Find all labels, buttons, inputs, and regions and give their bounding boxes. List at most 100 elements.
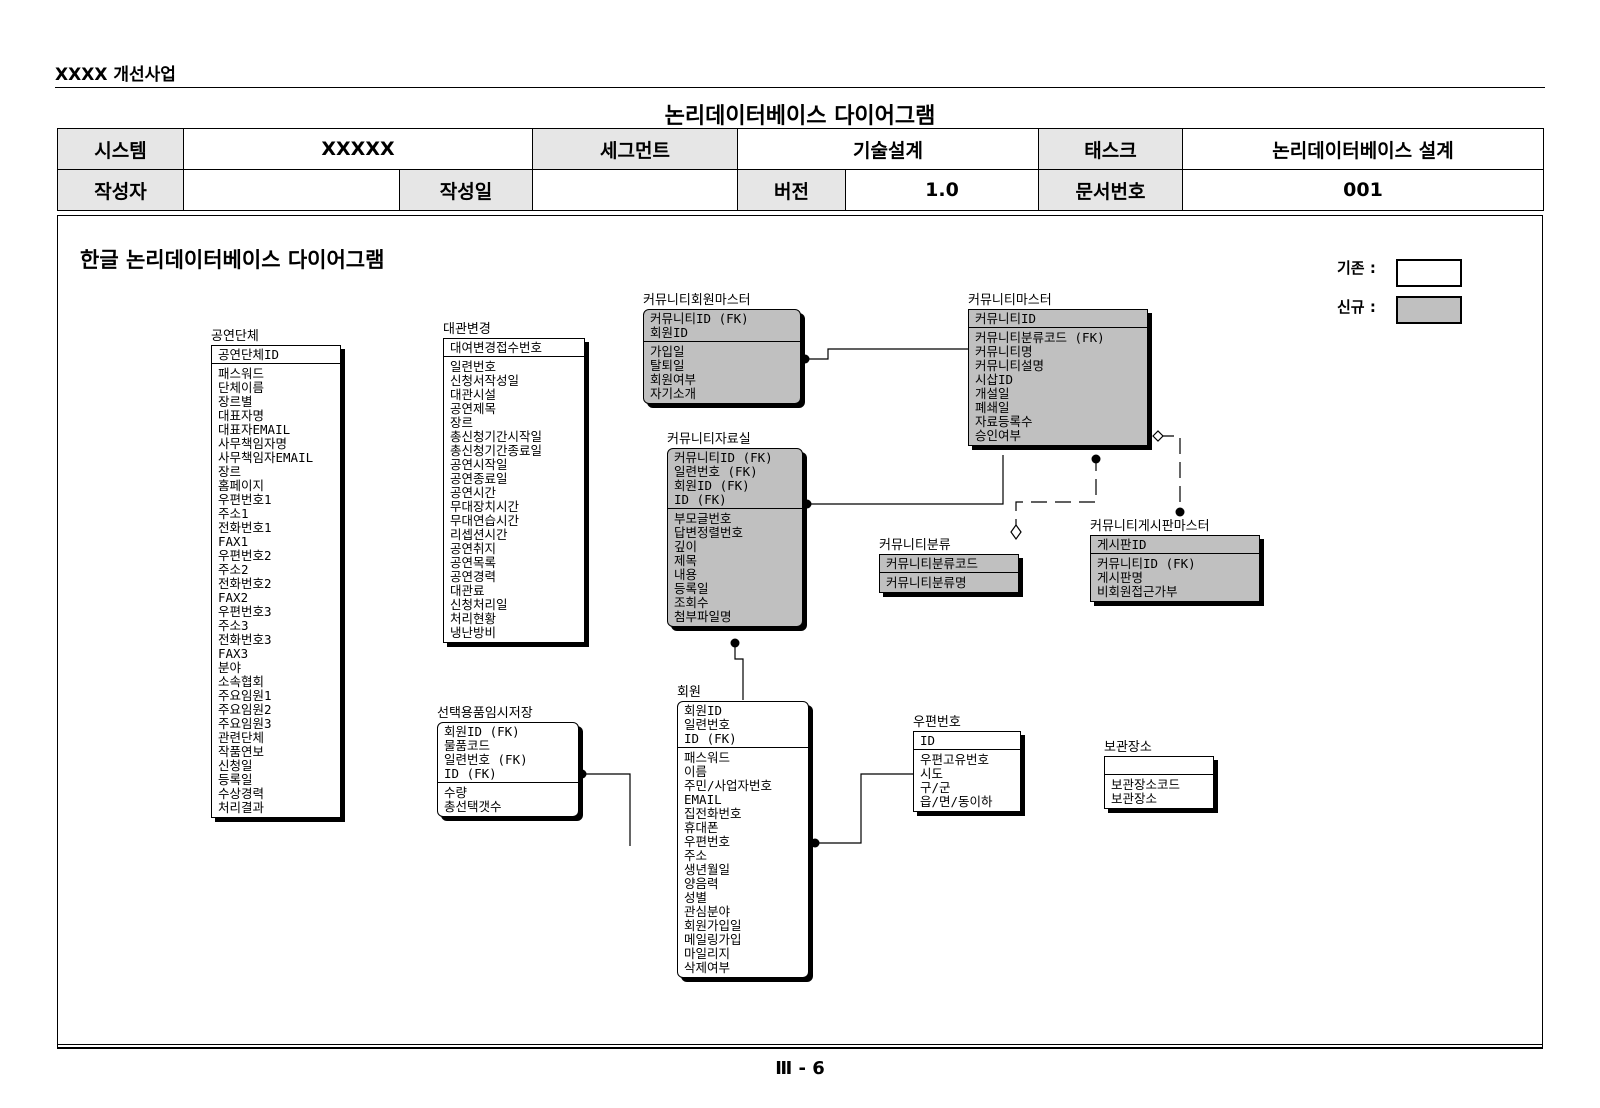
document-meta-table: 시스템 XXXXX 세그먼트 기술설계 태스크 논리데이터베이스 설계 작성자 … — [57, 128, 1545, 211]
entity-attribute: 수상경력 — [218, 786, 265, 801]
entity-attribute: 총신청기간시작일 — [450, 429, 543, 444]
diagram-title: 한글 논리데이터베이스 다이어그램 — [80, 248, 385, 272]
entity-attribute: 개설일 — [975, 386, 1010, 401]
entity-attribute: 홈페이지 — [218, 478, 265, 493]
entity-key: 커뮤니티ID (FK) — [674, 450, 773, 465]
entity-attribute: 분야 — [218, 660, 242, 675]
entity-key — [1111, 759, 1207, 773]
entity-attribute: 성별 — [684, 890, 708, 905]
entity-attrs: 커뮤니티분류명 — [880, 573, 1018, 592]
entity-attribute: FAX3 — [218, 646, 249, 661]
entity-key: ID — [920, 733, 936, 748]
entity-attribute: 공연목록 — [450, 555, 497, 570]
entity-attribute: 등록일 — [674, 581, 709, 596]
entity-attribute: 커뮤니티설명 — [975, 358, 1045, 373]
project-name: XXXX 개선사업 — [55, 65, 176, 85]
entity-keys — [1105, 757, 1213, 775]
entity-attribute: FAX1 — [218, 534, 249, 549]
entity-keys: 커뮤니티분류코드 — [880, 555, 1018, 573]
entity-key: 커뮤니티ID — [975, 311, 1037, 326]
entity-attribute: 전화번호1 — [218, 520, 272, 535]
entity-attribute: FAX2 — [218, 590, 249, 605]
entity-attribute: 장르 — [450, 415, 474, 430]
entity-attribute: 우편고유번호 — [920, 752, 990, 767]
entity-attribute: 부모글번호 — [674, 511, 732, 526]
entity-attribute: 전화번호3 — [218, 632, 272, 647]
entity-attribute: 일련번호 — [450, 359, 497, 374]
task-value: 논리데이터베이스 설계 — [1182, 128, 1545, 170]
date-value — [532, 169, 738, 211]
entity-attribute: 가입일 — [650, 344, 685, 359]
entity-attribute: 우편번호 — [684, 834, 731, 849]
entity-community-category: 커뮤니티분류코드 커뮤니티분류명 — [879, 554, 1019, 593]
entity-attribute: 주소3 — [218, 618, 249, 633]
entity-attribute: 이름 — [684, 764, 708, 779]
page-title: 논리데이터베이스 다이어그램 — [664, 104, 936, 129]
entity-attribute: 단체이름 — [218, 380, 265, 395]
entity-attribute: 소속협회 — [218, 674, 265, 689]
entity-attribute: 공연취지 — [450, 541, 497, 556]
header-rule — [55, 87, 1545, 88]
entity-attribute: 주민/사업자번호 — [684, 778, 773, 793]
entity-attribute: 대표자명 — [218, 408, 265, 423]
entity-attribute: 대관시설 — [450, 387, 497, 402]
entity-attribute: 보관장소 — [1111, 791, 1158, 806]
entity-key: 일련번호 — [684, 717, 731, 732]
entity-attribute: 우편번호2 — [218, 548, 272, 563]
entity-key: 커뮤니티분류코드 — [886, 556, 979, 571]
entity-attribute: 사무책임자명 — [218, 436, 288, 451]
entity-attribute: 제목 — [674, 553, 698, 568]
entity-attribute: 사무책임자EMAIL — [218, 450, 314, 465]
entity-name: 커뮤니티자료실 — [667, 432, 751, 447]
entity-attribute: 수량 — [444, 785, 468, 800]
version-value: 1.0 — [844, 169, 1040, 211]
entity-attribute: 공연종료일 — [450, 471, 508, 486]
entity-key: 공연단체ID — [218, 347, 280, 362]
entity-attribute: 메일링가입 — [684, 932, 742, 947]
entity-attribute: 커뮤니티분류명 — [886, 575, 967, 590]
entity-key: 게시판ID — [1097, 537, 1147, 552]
entity-attribute: 대표자EMAIL — [218, 422, 291, 437]
entity-attribute: 관련단체 — [218, 730, 265, 745]
entity-key: 대여변경접수번호 — [450, 340, 543, 355]
entity-name: 우편번호 — [913, 715, 961, 730]
entity-attribute: 장르 — [218, 464, 242, 479]
legend-new-swatch — [1396, 296, 1462, 324]
entity-key: 일련번호 (FK) — [674, 464, 758, 479]
entity-key: 물품코드 — [444, 738, 491, 753]
entity-keys: 공연단체ID — [212, 346, 340, 364]
entity-keys: 대여변경접수번호 — [444, 339, 584, 357]
entity-key: 회원ID — [650, 325, 689, 340]
entity-attribute: 구/군 — [920, 780, 951, 795]
entity-attribute: 첨부파일명 — [674, 609, 732, 624]
entity-attribute: 처리현황 — [450, 611, 497, 626]
entity-name: 회원 — [677, 685, 701, 700]
entity-attribute: 조회수 — [674, 595, 709, 610]
entity-name: 선택용품임시저장 — [437, 706, 533, 721]
entity-attribute: 주요임원2 — [218, 702, 272, 717]
entity-name: 커뮤니티회원마스터 — [643, 293, 751, 308]
segment-label: 세그먼트 — [532, 128, 738, 170]
entity-attribute: 회원가입일 — [684, 918, 742, 933]
entity-attribute: 신청일 — [218, 758, 253, 773]
entity-attribute: 시삽ID — [975, 372, 1014, 387]
entity-key: 일련번호 (FK) — [444, 752, 528, 767]
entity-key: ID (FK) — [684, 731, 737, 746]
entity-attribute: 회원여부 — [650, 372, 697, 387]
entity-attribute: 주소1 — [218, 506, 249, 521]
entity-name: 공연단체 — [211, 329, 259, 344]
entity-attribute: 패스워드 — [684, 750, 731, 765]
entity-key: 커뮤니티ID (FK) — [650, 311, 749, 326]
entity-keys: 커뮤니티ID (FK)회원ID — [644, 310, 800, 342]
diagram-frame — [57, 215, 1543, 1045]
